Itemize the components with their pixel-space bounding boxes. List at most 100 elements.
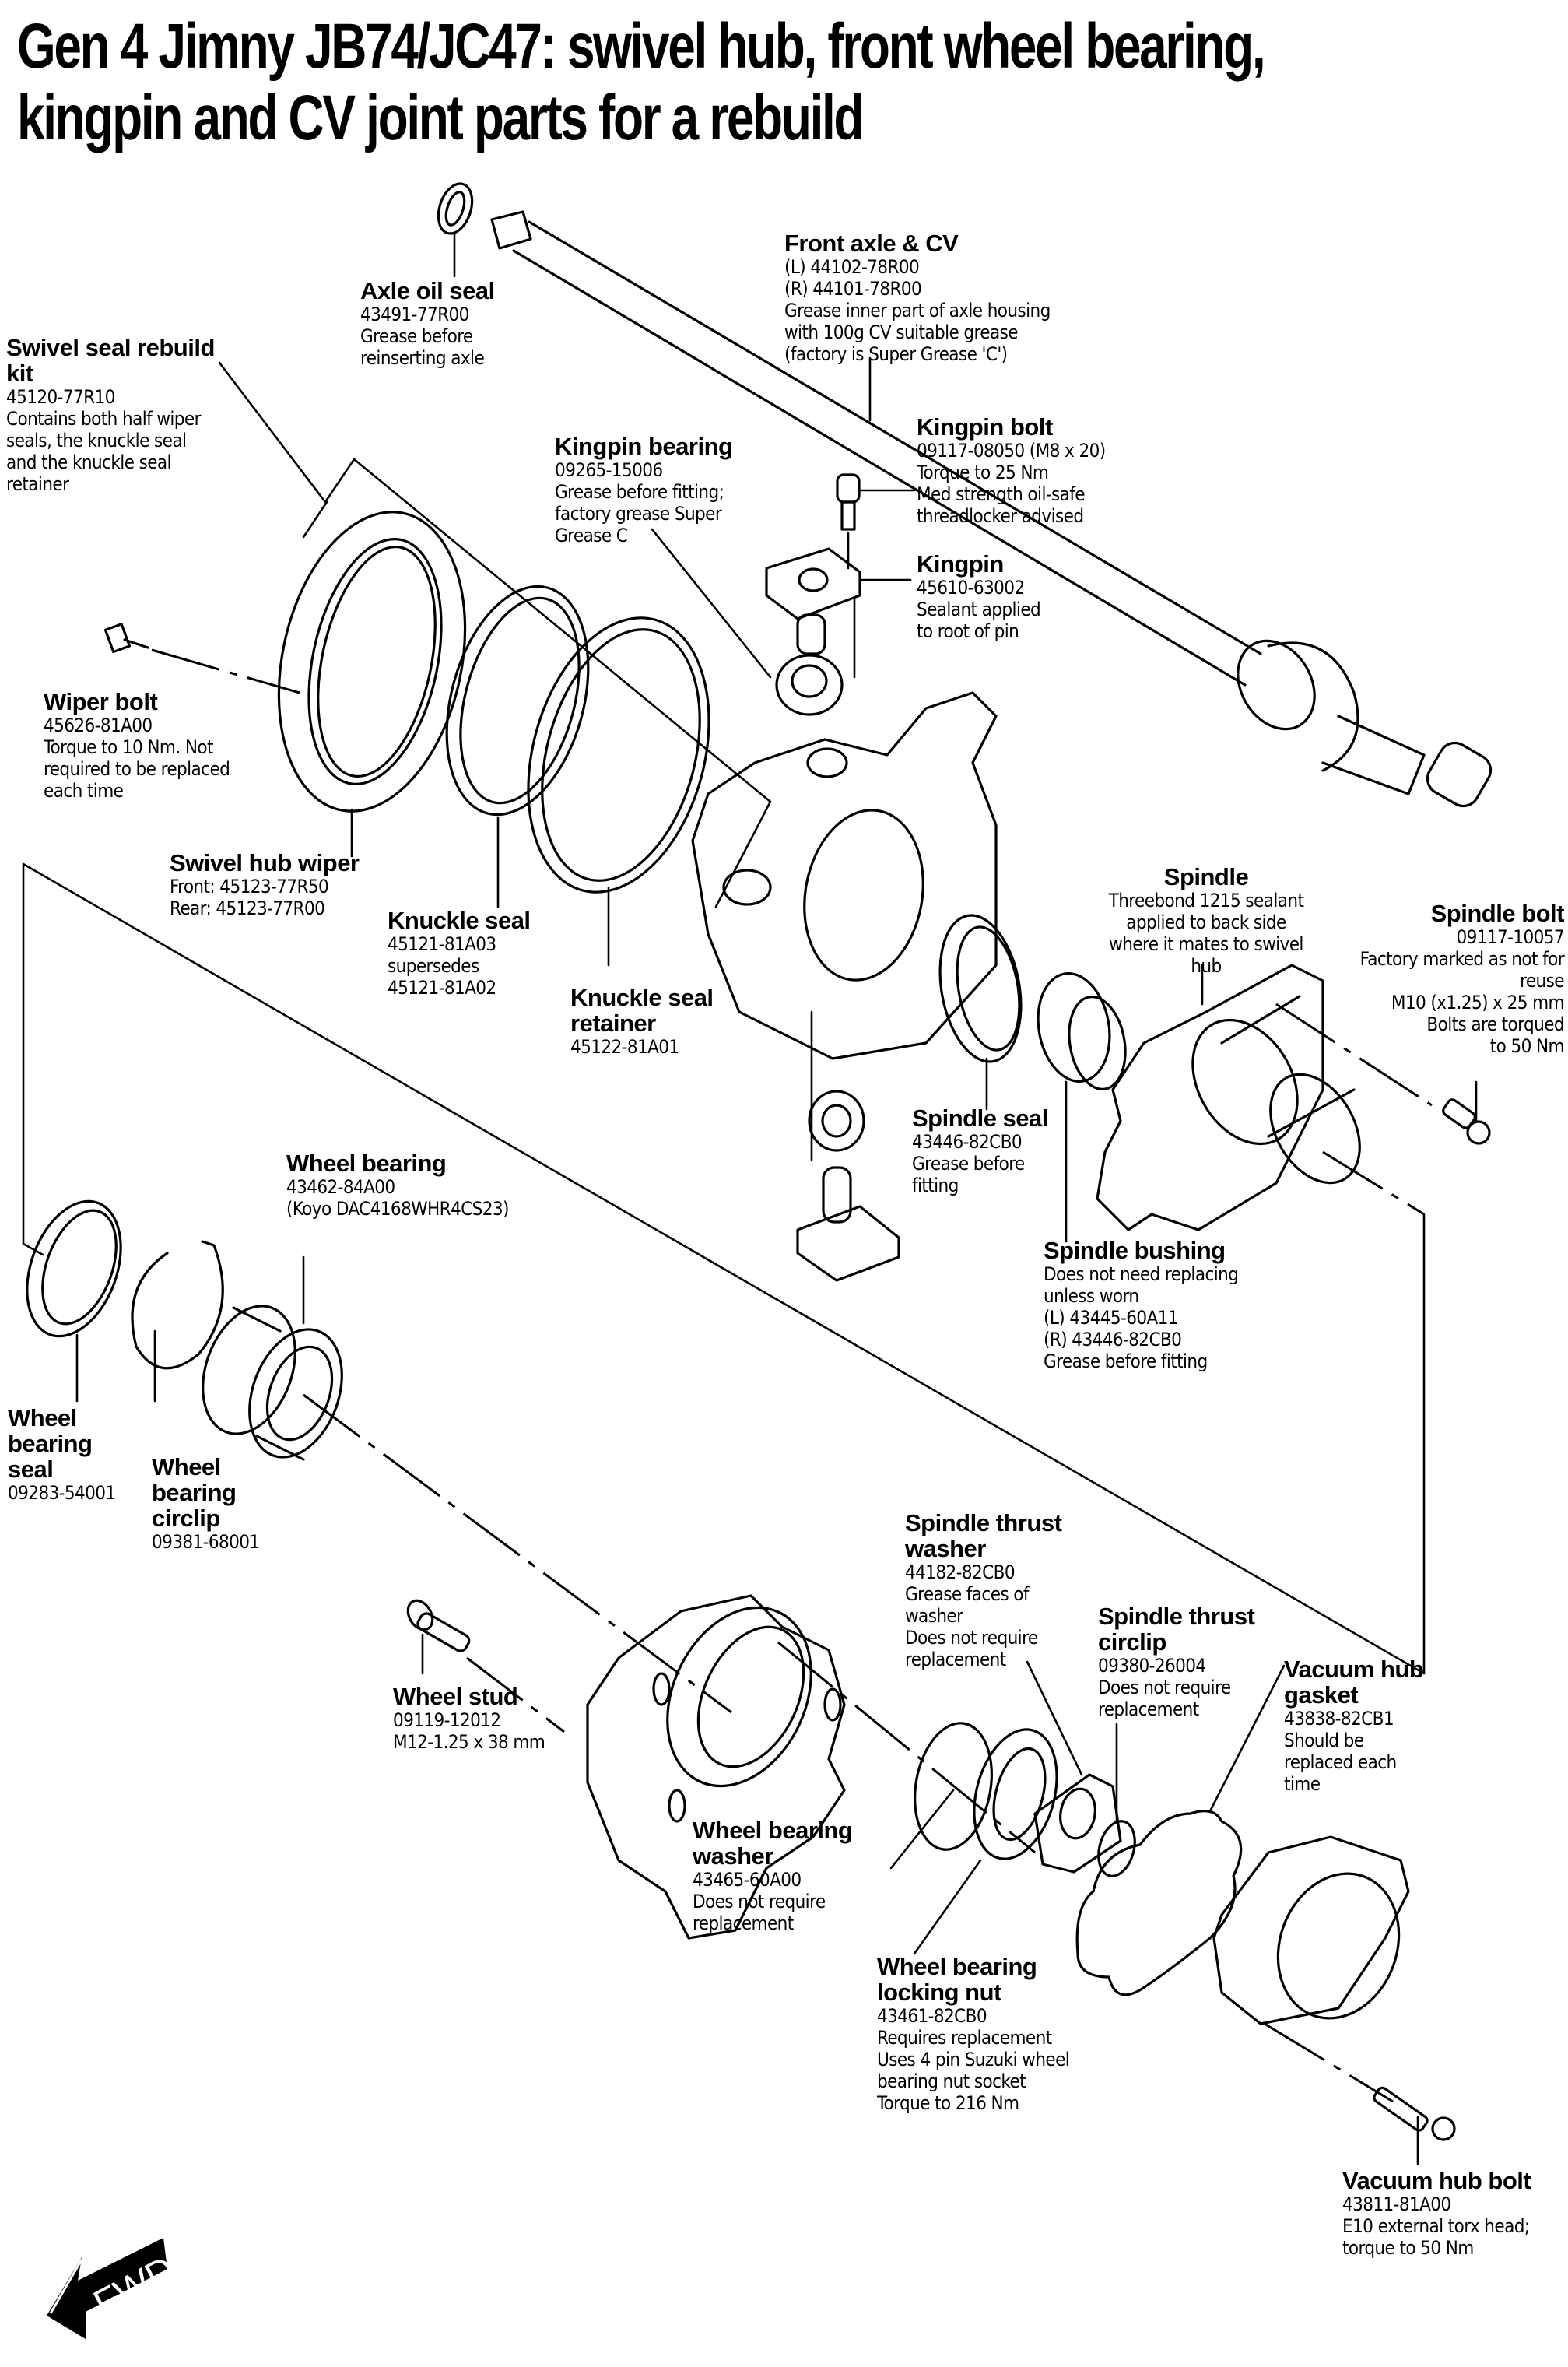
wheel-bearing-circlip-drawing	[131, 1240, 224, 1403]
part-torque: to 50 Nm	[1489, 1035, 1565, 1057]
part-number-rear: Rear: 45123-77R00	[170, 897, 325, 919]
part-number: 09119-12012	[393, 1709, 501, 1731]
part-note: Uses 4 pin Suzuki wheel	[877, 2049, 1070, 2070]
label-spindle: Spindle Threebond 1215 sealant applied t…	[1089, 864, 1323, 977]
part-note: E10 external torx head;	[1342, 2215, 1530, 2237]
part-number: 09265-15006	[555, 459, 663, 481]
part-equivalent: (Koyo DAC4168WHR4CS23)	[286, 1198, 509, 1220]
label-spindle-seal: Spindle seal 43446-82CB0 Grease before f…	[912, 1105, 1048, 1196]
part-number: 09380-26004	[1098, 1655, 1206, 1677]
part-name: Kingpin bearing	[555, 433, 733, 460]
part-name: Spindle bushing	[1044, 1237, 1226, 1264]
label-kingpin-bearing: Kingpin bearing 09265-15006 Grease befor…	[555, 433, 733, 546]
label-wheel-bearing-seal: Wheel bearing seal 09283-54001	[8, 1405, 116, 1504]
part-note: reinserting axle	[360, 347, 485, 369]
part-torque: Bolts are torqued	[1426, 1013, 1564, 1035]
part-number: 45626-81A00	[44, 715, 153, 736]
part-name: Knuckle seal	[570, 984, 714, 1011]
vacuum-hub-drawing	[1212, 1835, 1410, 2103]
part-note: Grease inner part of axle housing	[784, 300, 1051, 321]
part-name: locking nut	[877, 1979, 1001, 2006]
part-name: kit	[6, 360, 33, 387]
part-name: Spindle seal	[912, 1104, 1048, 1132]
part-note: hub	[1191, 955, 1222, 977]
kingpin-bolt-drawing	[836, 473, 916, 570]
part-note: each time	[44, 780, 124, 802]
part-name: gasket	[1284, 1681, 1359, 1709]
label-wheel-bearing-circlip: Wheel bearing circlip 09381-68001	[152, 1454, 260, 1553]
part-note: (factory is Super Grease 'C')	[784, 343, 1008, 365]
part-number: 09381-68001	[152, 1531, 260, 1553]
label-kingpin-bolt: Kingpin bolt 09117-08050 (M8 x 20) Torqu…	[917, 414, 1106, 527]
spindle-thrust-washer-drawing	[1026, 1660, 1122, 1874]
part-number: 43491-77R00	[360, 304, 469, 325]
part-name: Wiper bolt	[44, 688, 158, 715]
part-note: seals, the knuckle seal	[6, 430, 187, 451]
part-number: 43462-84A00	[286, 1176, 395, 1198]
part-name: retainer	[570, 1010, 656, 1037]
label-wiper-bolt: Wiper bolt 45626-81A00 Torque to 10 Nm. …	[44, 689, 230, 802]
part-note: bearing nut socket	[877, 2070, 1026, 2092]
part-number: 43465-60A00	[693, 1869, 802, 1891]
spindle-bolt-drawing	[1442, 1080, 1491, 1145]
label-wheel-bearing-washer: Wheel bearing washer 43465-60A00 Does no…	[693, 1817, 853, 1934]
part-torque: Torque to 216 Nm	[877, 2092, 1019, 2114]
part-note: to root of pin	[917, 620, 1019, 642]
part-name: Spindle bolt	[1430, 900, 1565, 927]
vacuum-hub-gasket-drawing	[1075, 1664, 1286, 1996]
part-number: 45122-81A01	[570, 1036, 679, 1058]
vacuum-hub-bracket-line	[22, 862, 1426, 1675]
part-number-right: (R) 43446-82CB0	[1044, 1329, 1182, 1350]
label-spindle-thrust-circlip: Spindle thrust circlip 09380-26004 Does …	[1098, 1603, 1255, 1720]
part-name: Knuckle seal	[388, 907, 531, 934]
swivel-hub-wiper-drawing	[277, 511, 467, 858]
part-number: 45610-63002	[917, 577, 1025, 599]
kingpin-drawing	[765, 547, 912, 679]
part-note: Requires replacement	[877, 2027, 1052, 2049]
part-name: Spindle thrust	[1098, 1603, 1255, 1630]
part-note: Torque to 10 Nm. Not	[44, 736, 213, 758]
part-note: time	[1284, 1773, 1321, 1795]
part-note: applied to back side	[1126, 911, 1286, 933]
label-wheel-stud: Wheel stud 09119-12012 M12-1.25 x 38 mm	[393, 1684, 545, 1753]
part-note: with 100g CV suitable grease	[784, 321, 1019, 343]
wheel-bearing-drawing	[202, 1255, 732, 1714]
wheel-bearing-washer-drawing	[777, 1641, 1036, 1870]
knuckle-seal-retainer-drawing	[527, 616, 710, 967]
part-note: fitting	[912, 1175, 959, 1196]
part-name: bearing	[152, 1479, 237, 1506]
label-spindle-bushing: Spindle bushing Does not need replacing …	[1044, 1237, 1239, 1372]
part-name: Spindle	[1163, 863, 1249, 890]
part-name: Swivel seal rebuild	[6, 334, 215, 361]
part-note: Does not need replacing	[1044, 1263, 1239, 1285]
part-note: Torque to 25 Nm	[917, 462, 1049, 483]
swivel-seal-kit-bracket	[218, 361, 772, 908]
part-name: Wheel bearing	[877, 1953, 1037, 1980]
wheel-stud-drawing	[406, 1599, 565, 1733]
wheel-hub-drawing	[586, 1594, 846, 1940]
part-number-right: (R) 44101-78R00	[784, 278, 922, 300]
part-number: 09117-10057	[1456, 926, 1564, 948]
part-note: Sealant applied	[917, 599, 1041, 620]
part-note: Does not require	[1098, 1677, 1231, 1698]
label-kingpin: Kingpin 45610-63002 Sealant applied to r…	[917, 551, 1041, 642]
lower-kingpin-drawing	[796, 1090, 900, 1282]
part-name: washer	[693, 1842, 773, 1870]
label-wheel-bearing-locking-nut: Wheel bearing locking nut 43461-82CB0 Re…	[877, 1953, 1070, 2114]
part-name: Vacuum hub bolt	[1342, 2167, 1531, 2194]
part-name: Wheel bearing	[693, 1817, 853, 1844]
part-torque: torque to 50 Nm	[1342, 2237, 1474, 2259]
part-note: Factory marked as not for	[1359, 948, 1565, 970]
wheel-bearing-seal-drawing	[22, 862, 122, 1403]
part-note: retainer	[6, 473, 69, 495]
part-note: Contains both half wiper	[6, 408, 201, 430]
part-name: bearing	[8, 1430, 93, 1457]
part-name: Wheel stud	[393, 1683, 518, 1710]
label-axle-oil-seal: Axle oil seal 43491-77R00 Grease before …	[360, 278, 495, 369]
part-note: washer	[905, 1605, 963, 1627]
part-name: washer	[905, 1535, 986, 1562]
part-number: 45121-81A03	[388, 933, 496, 955]
part-name: Swivel hub wiper	[170, 849, 360, 876]
part-name: Wheel	[8, 1404, 77, 1431]
